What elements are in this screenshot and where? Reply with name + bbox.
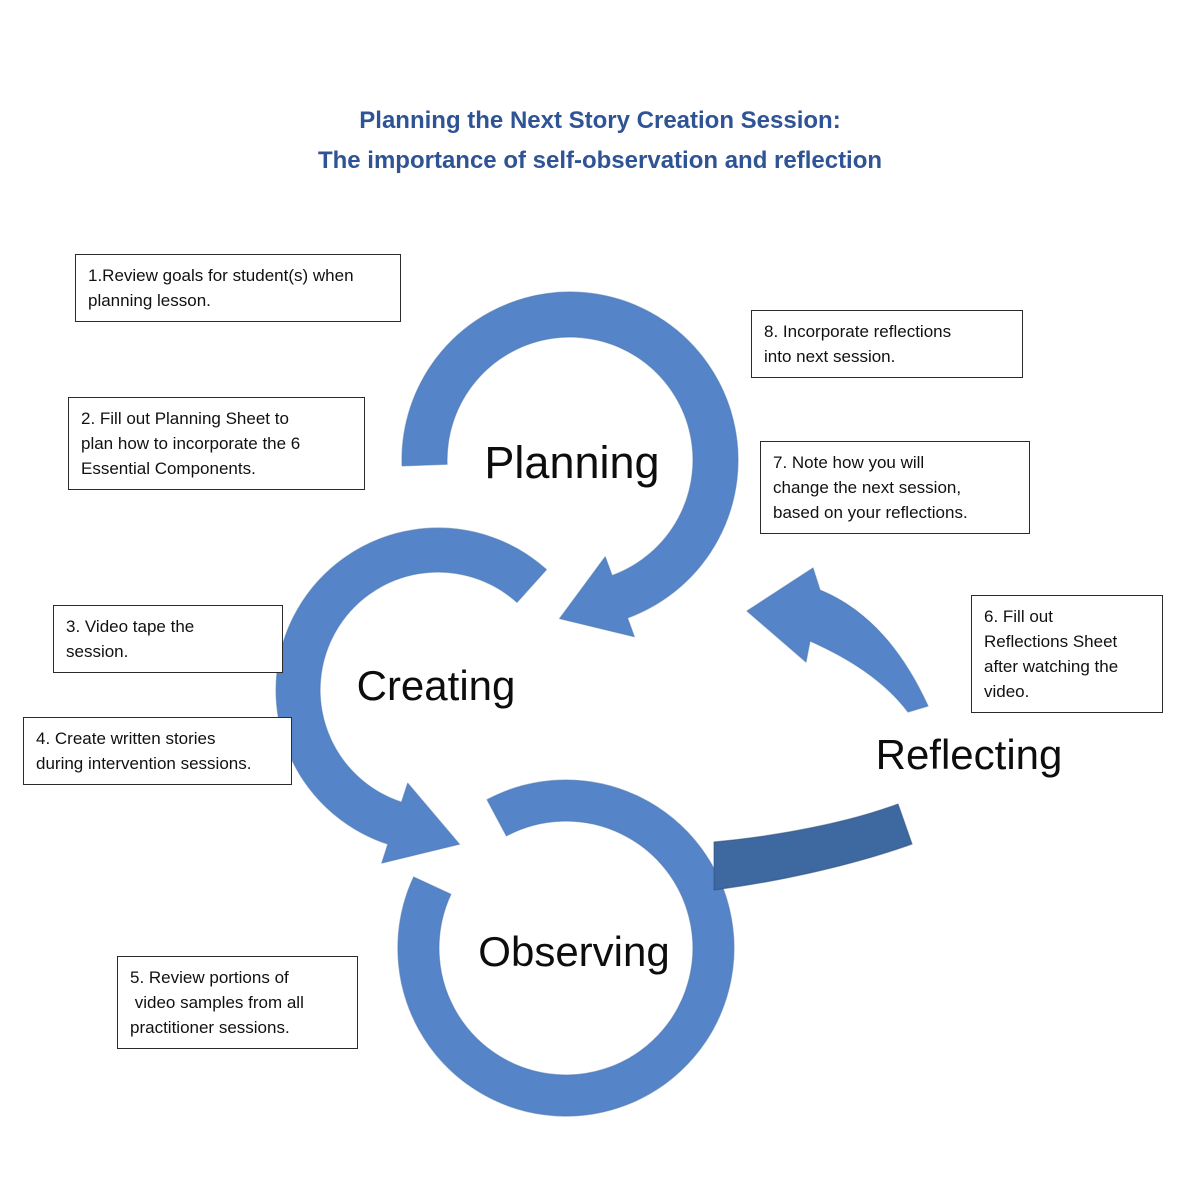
note-box-2: 2. Fill out Planning Sheet to plan how t…	[68, 397, 365, 490]
note-box-8: 8. Incorporate reflections into next ses…	[751, 310, 1023, 378]
observing-to-reflecting-band	[713, 803, 913, 891]
reflecting-return-arrow	[746, 567, 929, 713]
stage-label-creating: Creating	[356, 662, 516, 709]
observing-cycle-arrow	[397, 779, 735, 1117]
stage-label-planning: Planning	[484, 437, 660, 488]
page-title-line2: The importance of self-observation and r…	[317, 147, 883, 174]
note-box-6: 6. Fill out Reflections Sheet after watc…	[971, 595, 1163, 713]
planning-cycle-arrow	[401, 291, 739, 638]
stage-label-observing: Observing	[478, 928, 670, 975]
page-title-line1: Planning the Next Story Creation Session…	[359, 107, 841, 134]
note-box-1: 1.Review goals for student(s) when plann…	[75, 254, 401, 322]
note-box-5: 5. Review portions of video samples from…	[117, 956, 358, 1049]
note-box-4: 4. Create written stories during interve…	[23, 717, 292, 785]
note-box-7: 7. Note how you will change the next ses…	[760, 441, 1030, 534]
stage-label-reflecting: Reflecting	[875, 731, 1063, 778]
note-box-3: 3. Video tape the session.	[53, 605, 283, 673]
page-title: Planning the Next Story Creation Session…	[0, 101, 1200, 181]
creating-cycle-arrow	[275, 527, 547, 864]
